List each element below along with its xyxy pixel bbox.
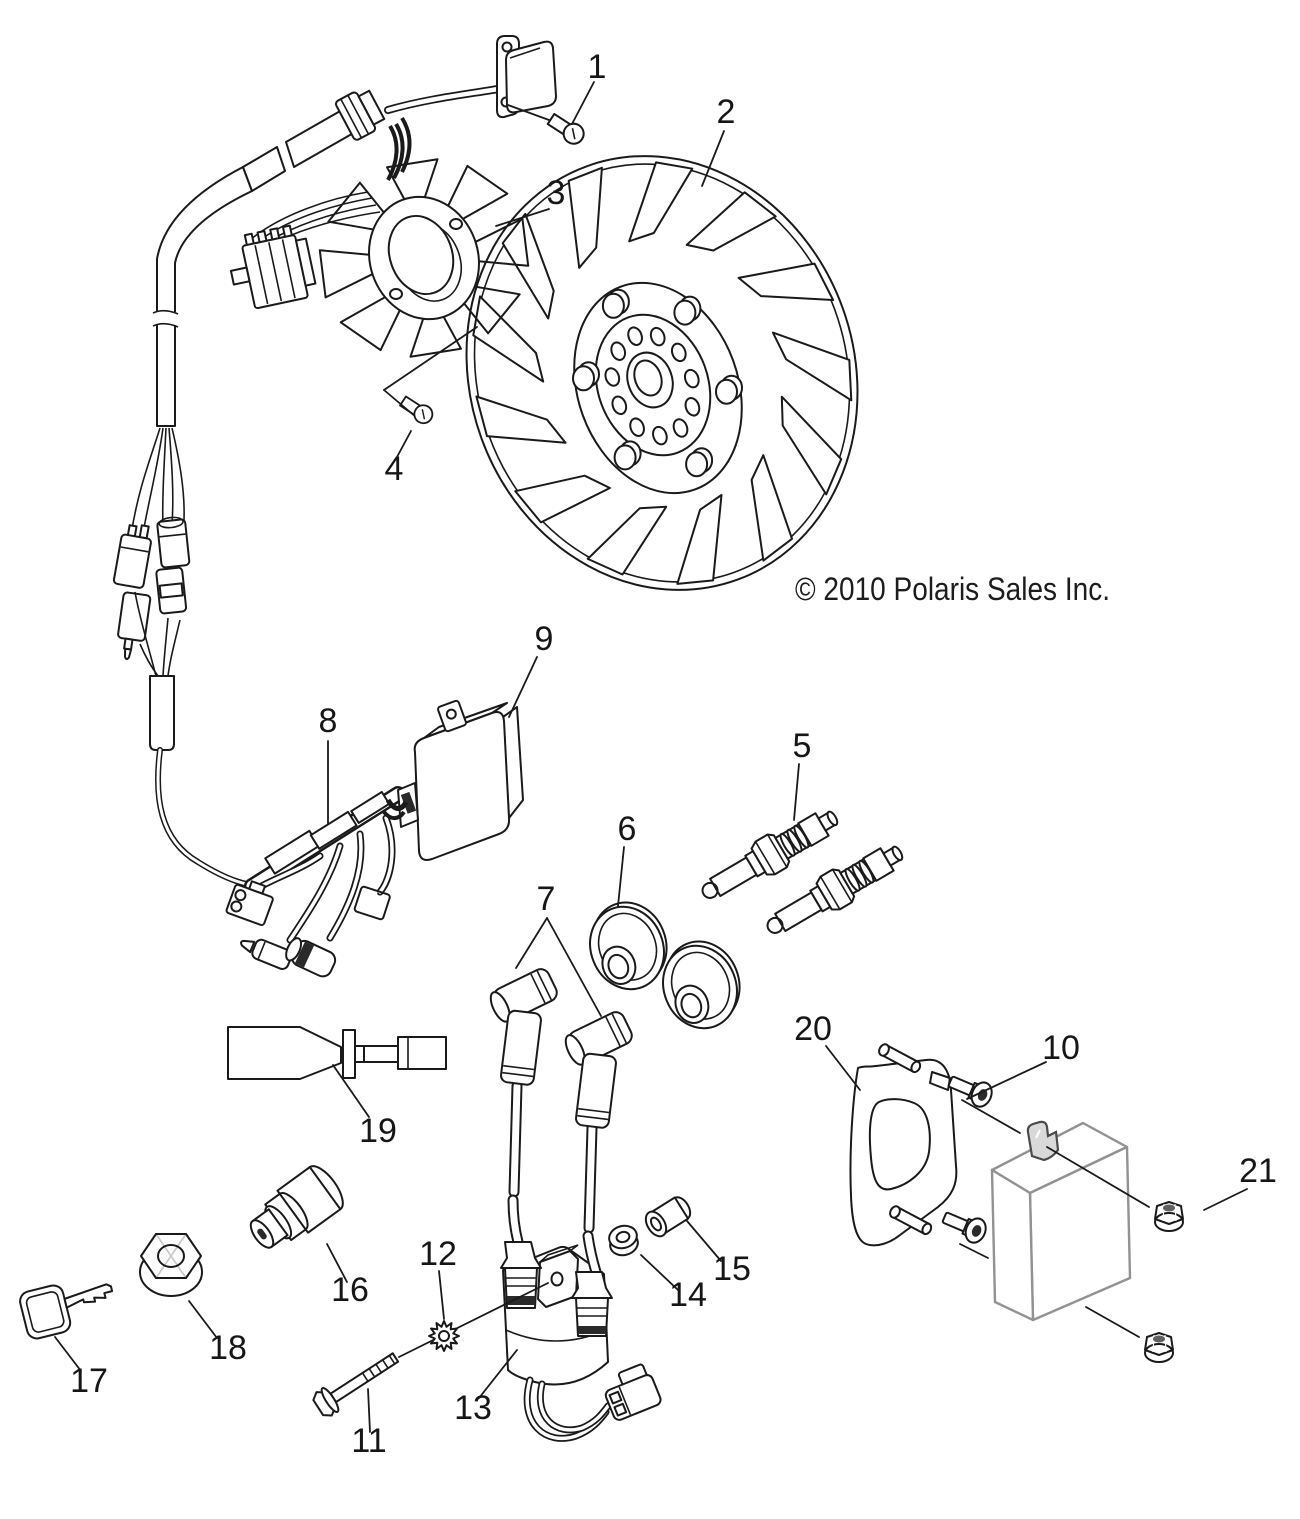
- callout-15: 15: [713, 1250, 751, 1288]
- switch-nut: [139, 1233, 203, 1297]
- wiring-harness-8: [225, 786, 406, 978]
- tube-break: [152, 312, 180, 325]
- regulator: [384, 35, 589, 149]
- harness-striped-connector: [353, 885, 391, 921]
- callout-9: 9: [535, 620, 554, 658]
- coil-bolt: [312, 1352, 400, 1417]
- stator-screw-4: [383, 326, 478, 428]
- flange-nut-1: [1154, 1201, 1184, 1232]
- harness-bullet-terminal: [240, 938, 293, 970]
- callout-8: 8: [319, 702, 338, 740]
- stator: [318, 158, 530, 358]
- screw1-axis-line: [507, 104, 550, 121]
- copyright-notice: © 2010 Polaris Sales Inc.: [795, 571, 1110, 607]
- callout-21: 21: [1239, 1152, 1277, 1190]
- callout-19: 19: [359, 1112, 397, 1150]
- cdi-mount-tab: [437, 699, 467, 733]
- callout-5: 5: [793, 727, 812, 765]
- strain-relief-clamp: [335, 89, 386, 141]
- key: [19, 1283, 114, 1340]
- flywheel-bolt-holes: [604, 326, 701, 446]
- grommet-small: [608, 1224, 639, 1257]
- spacer-bushing: [644, 1196, 692, 1238]
- lower-sleeve-tube: [149, 675, 175, 751]
- ignition-coil: [500, 1080, 662, 1442]
- callout-1: 1: [588, 48, 607, 86]
- stator-4pin-connector: [229, 191, 381, 310]
- callout-labels: 1 2 3 4 5 6 7 8 9 10 11 12 13 14 15 16 1…: [70, 48, 1277, 1460]
- module-clip: [1026, 1120, 1060, 1162]
- harness-round-connector: [285, 937, 337, 978]
- flywheel-fan-blades: [472, 161, 853, 585]
- callout-10: 10: [1042, 1029, 1080, 1067]
- callout-16: 16: [331, 1271, 369, 1309]
- callout-20: 20: [794, 1010, 832, 1048]
- harness-bullet-connectors: [112, 427, 191, 751]
- boot-connector: [227, 1026, 447, 1080]
- lock-washer: [428, 1320, 460, 1352]
- plug-cap-1: [485, 965, 561, 1087]
- callout-12: 12: [419, 1235, 457, 1273]
- callout-3: 3: [547, 174, 566, 212]
- module-assembly-lines: [959, 1099, 1150, 1338]
- flywheel-bosses: [572, 288, 743, 478]
- stator-wire-bundle: [386, 116, 412, 181]
- callout-17: 17: [70, 1362, 108, 1400]
- cdi-module-ghost: [990, 1120, 1132, 1322]
- callout-11: 11: [351, 1422, 386, 1460]
- harness-lead-wire: [155, 747, 259, 888]
- module-bolt-2: [938, 1204, 991, 1247]
- callout-13: 13: [454, 1389, 492, 1427]
- mount-bracket: [849, 1043, 958, 1247]
- callout-18: 18: [209, 1329, 247, 1367]
- callout-6: 6: [618, 810, 637, 848]
- coil-wire-connector: [604, 1363, 662, 1421]
- coil-bolt-axis-line: [398, 1282, 549, 1358]
- callout-14: 14: [669, 1276, 707, 1314]
- ignition-switch: [249, 1165, 344, 1249]
- flywheel: [465, 155, 859, 591]
- callout-7: 7: [537, 880, 556, 918]
- callout-4: 4: [385, 450, 404, 488]
- plug-cap-2: [560, 1008, 636, 1130]
- callout-leader-lines: [54, 81, 1248, 1433]
- keyhole: [257, 1228, 267, 1240]
- regulator-screw: [544, 109, 589, 149]
- harness-sleeve-tube: [152, 89, 386, 427]
- callout-2: 2: [717, 93, 736, 131]
- harness-block-connector: [225, 880, 274, 927]
- cdi-box: [382, 699, 524, 861]
- flange-nut-2: [1144, 1332, 1174, 1363]
